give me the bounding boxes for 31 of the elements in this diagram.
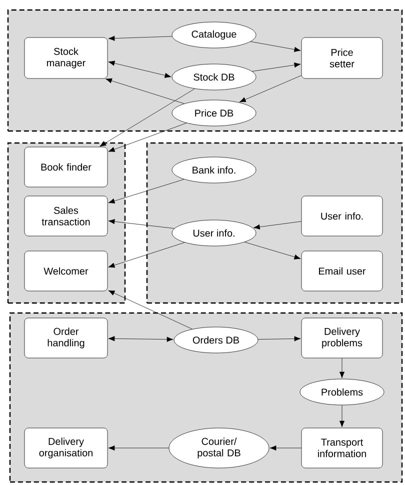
arrow	[108, 242, 185, 268]
process-box: Email user	[301, 250, 383, 292]
process-box: Order handling	[24, 318, 108, 358]
process-box: Welcomer	[24, 250, 108, 292]
arrow	[270, 445, 302, 451]
arrow	[253, 221, 302, 230]
process-box: User info.	[301, 196, 383, 236]
arrow	[108, 290, 192, 330]
arrow	[108, 219, 175, 229]
arrow	[108, 336, 174, 342]
arrow	[100, 88, 195, 147]
arrow	[108, 179, 184, 204]
arrow	[239, 75, 302, 102]
arrow	[108, 122, 187, 152]
process-box: Delivery problems	[301, 318, 383, 358]
process-box: Delivery organisation	[24, 428, 108, 468]
arrow	[252, 62, 301, 72]
arrow	[106, 78, 184, 104]
process-box: Stock manager	[24, 37, 108, 79]
arrow	[244, 242, 301, 260]
arrow	[250, 41, 301, 52]
arrow	[339, 358, 345, 378]
arrow	[108, 60, 172, 78]
process-box: Price setter	[301, 37, 383, 79]
arrow	[258, 336, 301, 342]
arrow	[108, 445, 169, 451]
process-box: Transport information	[301, 428, 383, 468]
arrow	[108, 36, 172, 41]
process-box: Book finder	[24, 146, 108, 188]
process-box: Sales transaction	[24, 196, 108, 236]
arrow	[339, 405, 345, 428]
